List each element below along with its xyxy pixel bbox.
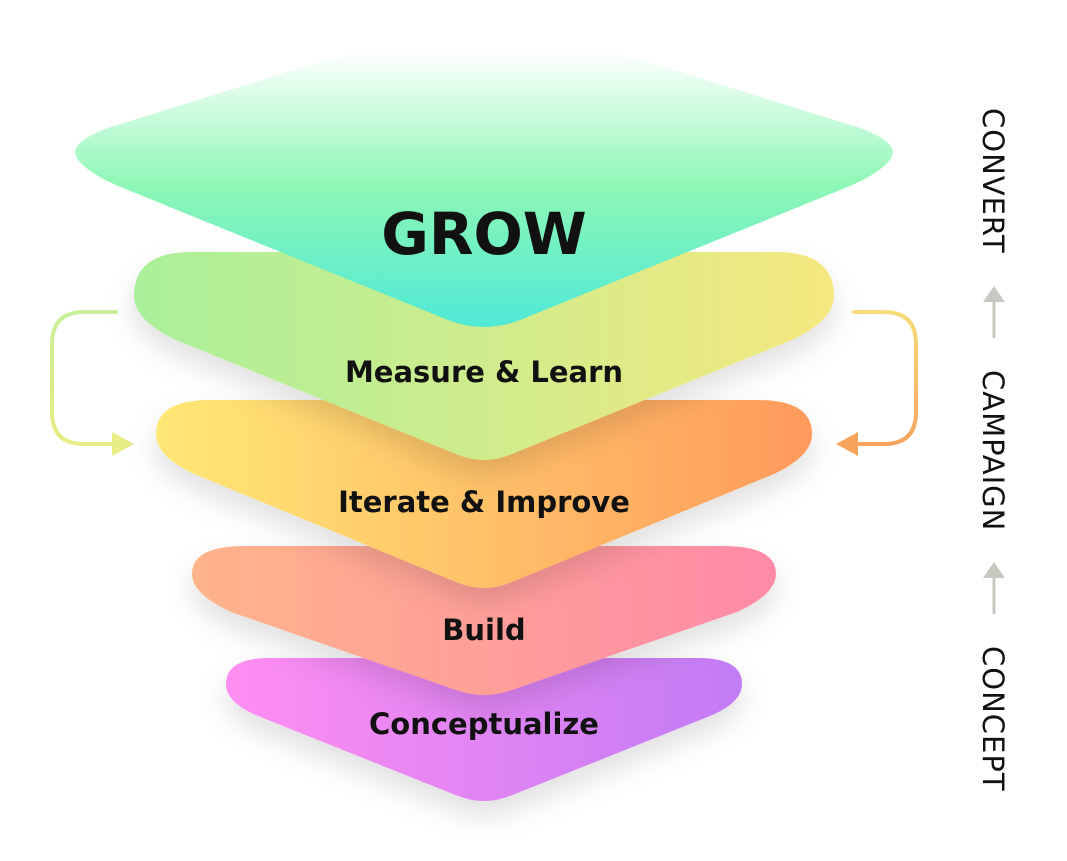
layer-build-shape [192,546,776,695]
stage-concept-label: CONCEPT [976,646,1010,792]
layer-measure: Measure & Learn [134,252,834,460]
loop-arrow-left-line [50,310,120,446]
stage-arrow-up-1 [983,286,1005,338]
layer-iterate-shape [156,400,812,588]
stage-convert-label: CONVERT [976,108,1010,254]
arrow-up-icon [983,562,1005,578]
layer-conceptualize-shape [226,658,742,801]
loop-arrow-right-head-icon [836,432,858,456]
layer-build: Build [192,546,776,695]
layer-grow-shape [75,14,893,327]
layer-measure-shape [134,252,834,460]
layer-grow: GROW [75,14,893,327]
loop-arrow-right [836,310,918,456]
stage-campaign-label: CAMPAIGN [976,370,1010,531]
loop-arrow-left [50,310,134,456]
layer-iterate-label: Iterate & Improve [338,485,630,519]
layer-conceptualize: Conceptualize [226,658,742,801]
layer-measure-label: Measure & Learn [345,355,623,389]
layer-conceptualize-label: Conceptualize [369,707,599,741]
layer-grow-label: GROW [381,200,587,268]
arrow-up-icon [983,286,1005,302]
loop-arrow-right-line [850,310,918,446]
layer-build-label: Build [442,613,525,647]
stage-arrow-up-2 [983,562,1005,614]
layer-iterate: Iterate & Improve [156,400,812,588]
loop-arrow-left-head-icon [112,432,134,456]
